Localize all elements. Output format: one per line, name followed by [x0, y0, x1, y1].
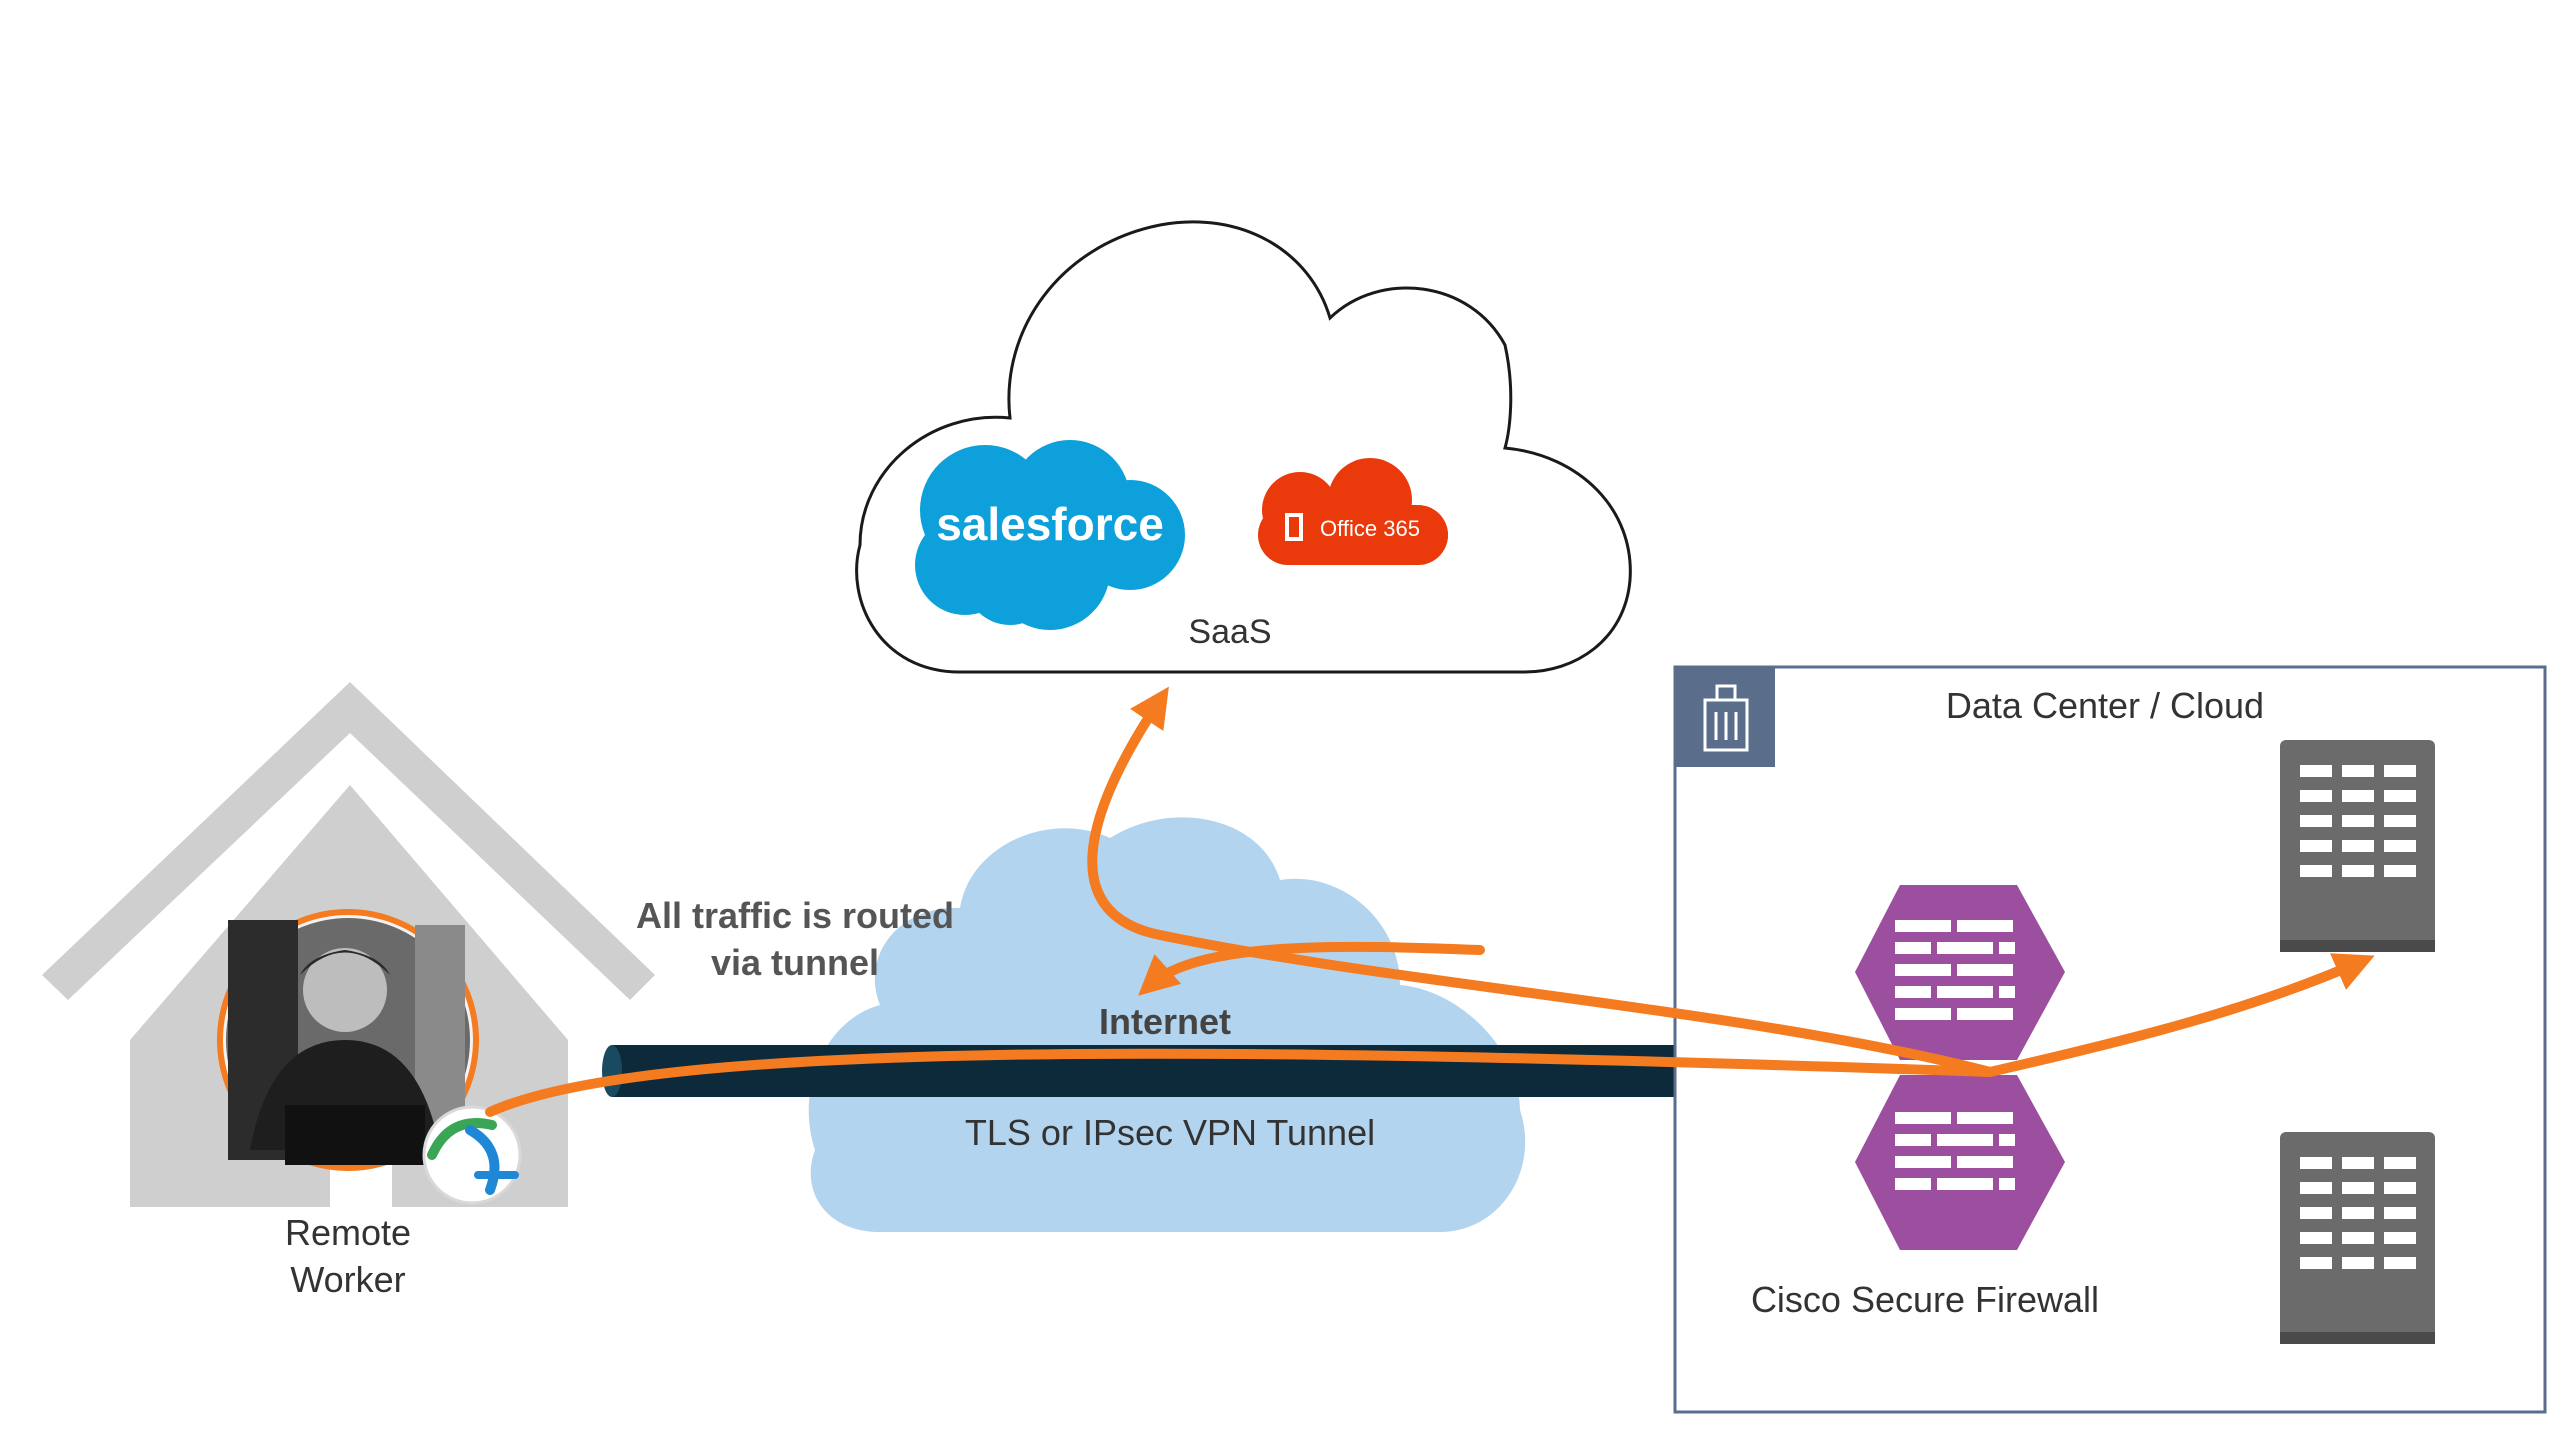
- office365-logo: Office 365: [1258, 458, 1448, 565]
- laptop-icon: [285, 1105, 425, 1165]
- remote-worker-avatar: [217, 909, 479, 1171]
- office365-label: Office 365: [1320, 516, 1420, 541]
- tunnel-traffic-arrow: [485, 1048, 1995, 1117]
- building-icon: [1703, 684, 1749, 752]
- remote-worker-label-line1: Remote: [285, 1212, 411, 1253]
- server-icon-top: [2280, 740, 2435, 952]
- tunnel-label: TLS or IPsec VPN Tunnel: [965, 1112, 1375, 1153]
- to-server-arrow: [1985, 953, 2375, 1077]
- saas-label: SaaS: [1188, 613, 1271, 651]
- vpn-client-icon: [422, 1105, 522, 1205]
- internet-cloud: [808, 817, 1526, 1232]
- to-internet-arrow: [1138, 941, 1485, 996]
- to-saas-arrow: [1087, 686, 1995, 1077]
- firewall-icon-top: [1855, 885, 2065, 1060]
- datacenter-label: Data Center / Cloud: [1946, 685, 2264, 726]
- routing-note-line1: All traffic is routed: [636, 895, 954, 936]
- person-head: [303, 948, 387, 1032]
- salesforce-label: salesforce: [936, 498, 1164, 550]
- traffic-flow: [485, 686, 2375, 1117]
- firewall-icon-bottom: [1855, 1075, 2065, 1250]
- office-icon: [1285, 513, 1303, 541]
- internet-label: Internet: [1099, 1001, 1231, 1042]
- server-icon-bottom: [2280, 1132, 2435, 1344]
- firewall-label: Cisco Secure Firewall: [1751, 1279, 2099, 1320]
- salesforce-logo: salesforce: [915, 440, 1185, 630]
- remote-worker-label-line2: Worker: [290, 1259, 405, 1300]
- routing-note-line2: via tunnel: [711, 942, 879, 983]
